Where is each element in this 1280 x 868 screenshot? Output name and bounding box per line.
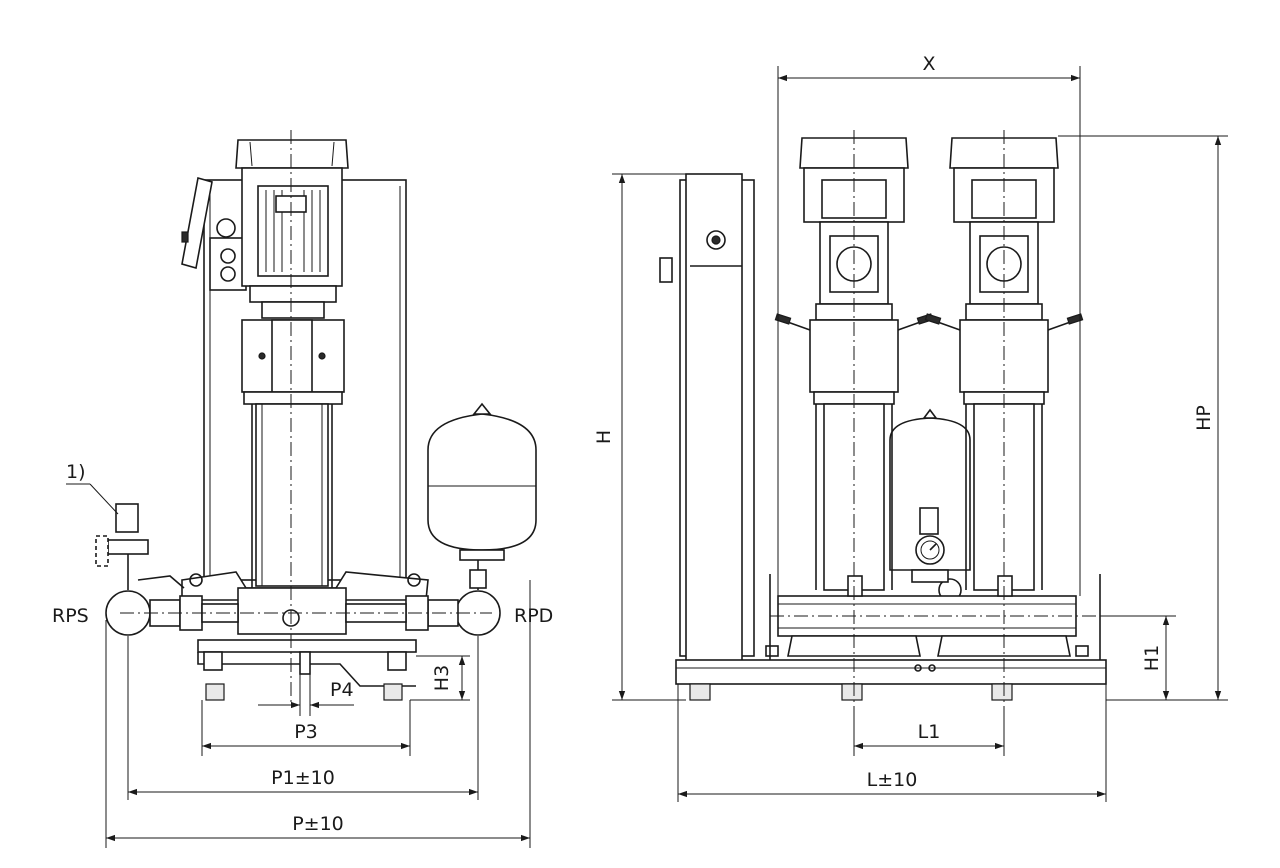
p4-label: P4: [330, 679, 354, 701]
baseframe-front: [675, 659, 1107, 685]
h-label: H: [593, 430, 615, 444]
side-view-dimensions: [105, 580, 531, 848]
x-label: X: [922, 53, 935, 75]
p3-label: P3: [294, 721, 318, 743]
front-view: [659, 130, 1107, 706]
rps-label: RPS: [52, 605, 89, 627]
panel-door: [181, 176, 213, 270]
side-view: [95, 130, 537, 705]
motor-fan-cover: [235, 139, 349, 169]
h3-label: H3: [431, 665, 453, 691]
l1-label: L1: [918, 721, 941, 743]
gauge-valve: [919, 507, 939, 535]
hp-label: HP: [1193, 405, 1215, 431]
membrane-tank: [427, 413, 537, 551]
pressure-switch: [115, 503, 139, 533]
note-1-label: 1): [66, 461, 86, 483]
p-label: P±10: [292, 813, 344, 835]
baseframe: [197, 639, 417, 653]
front-view-dimensions: [612, 66, 1228, 802]
pump-hydraulic: [255, 403, 329, 587]
rpd-label: RPD: [514, 605, 553, 627]
l-label: L±10: [867, 769, 918, 791]
p1-label: P1±10: [271, 767, 335, 789]
h1-label: H1: [1141, 645, 1163, 671]
terminal-box: [209, 237, 247, 291]
